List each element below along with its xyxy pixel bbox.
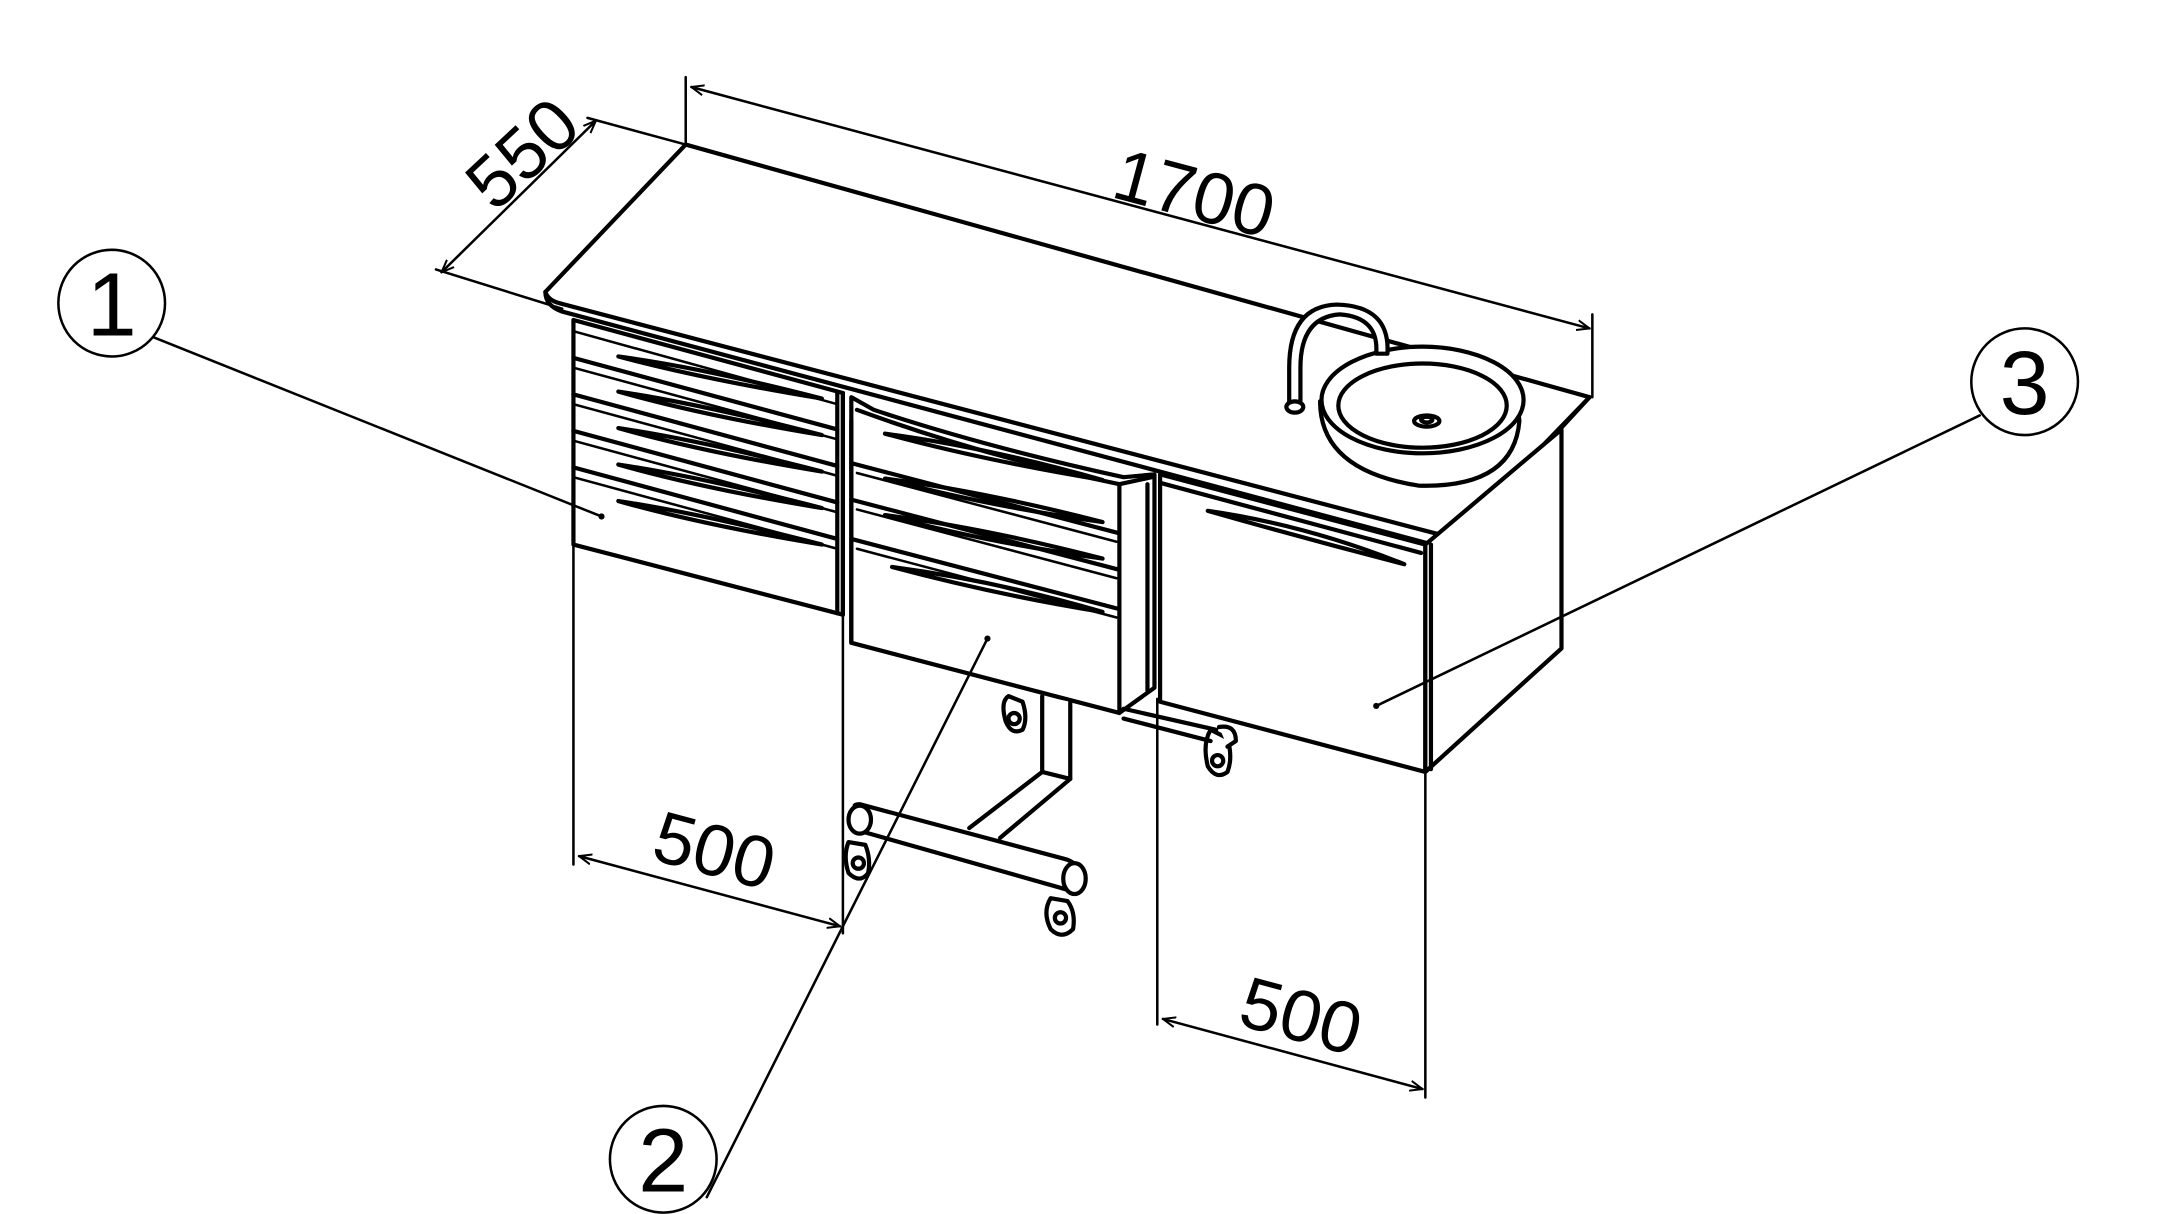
dimension-left-width-label: 500 (645, 796, 784, 906)
mobile-drawer-unit (843, 395, 1238, 937)
callout-3-label: 3 (2000, 334, 2050, 434)
callout-1-label: 1 (87, 255, 137, 355)
caster-wheels (843, 694, 1238, 937)
callout-2: 2 (608, 637, 989, 1214)
dimension-length-label: 1700 (1105, 134, 1283, 254)
dimension-depth-label: 550 (451, 83, 595, 225)
callout-1: 1 (57, 248, 603, 518)
dimension-right-width-label: 500 (1232, 962, 1371, 1072)
callout-3: 3 (1374, 327, 2080, 708)
callout-2-label: 2 (638, 1112, 688, 1212)
sink-basin (1317, 344, 1526, 488)
